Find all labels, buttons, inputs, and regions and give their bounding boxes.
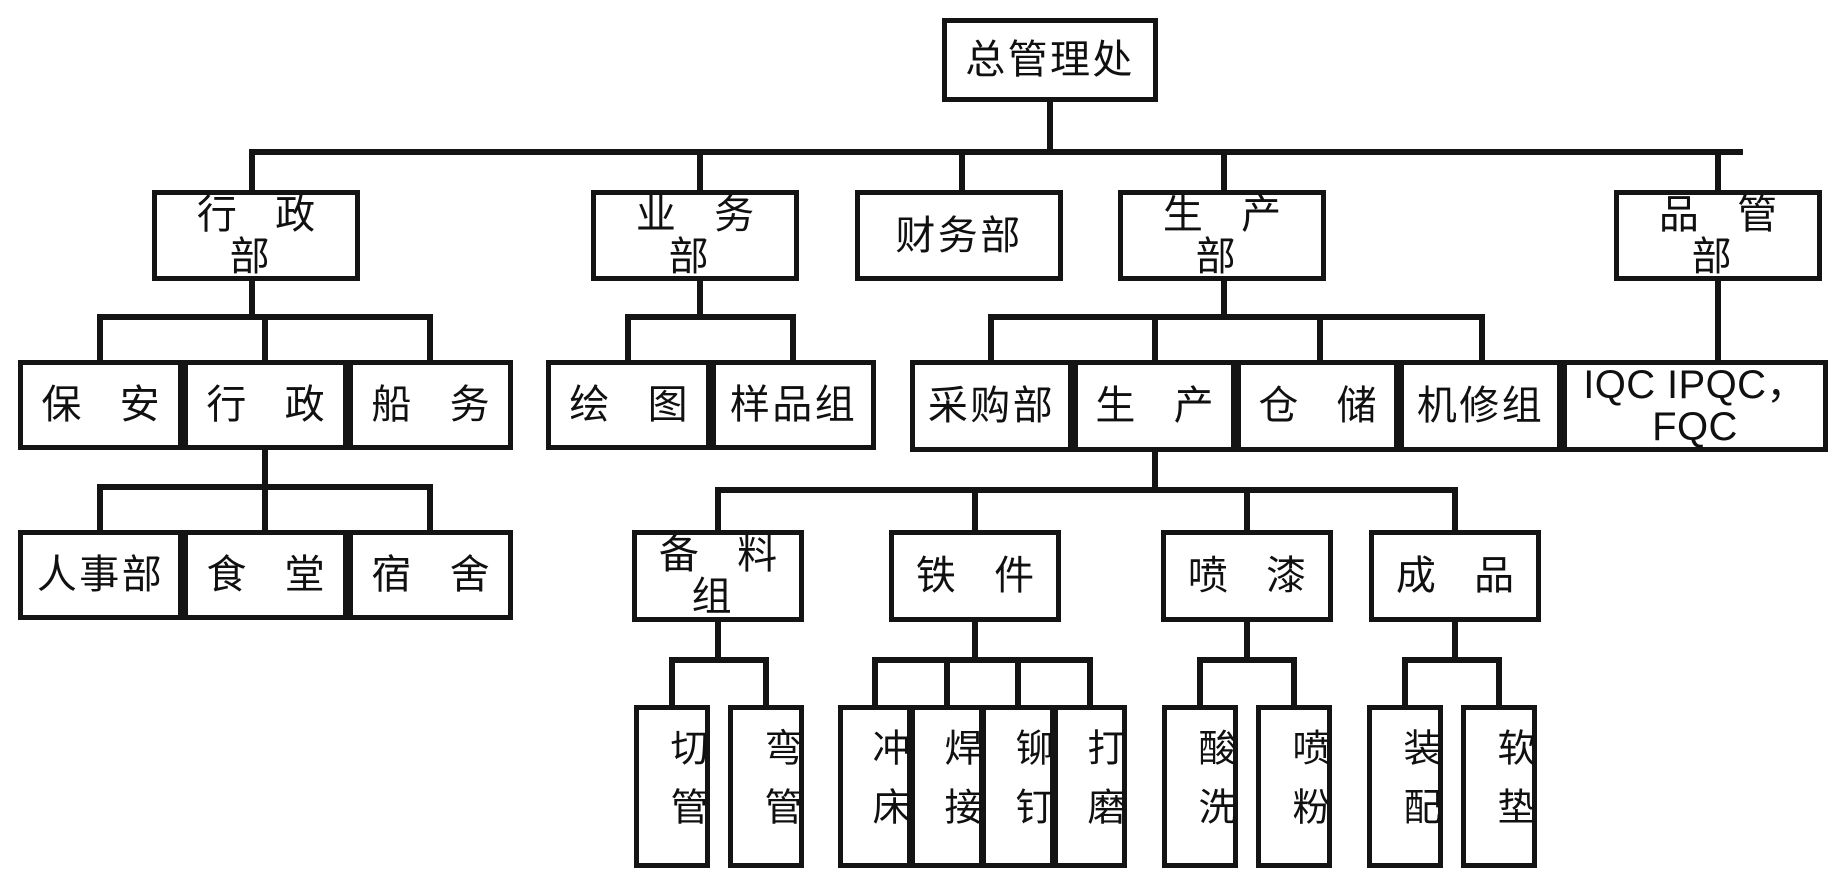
node-painting[interactable]: 喷 漆 [1161, 530, 1333, 622]
node-drawing[interactable]: 绘 图 [546, 360, 711, 450]
node-machine-repair[interactable]: 机修组 [1399, 360, 1562, 452]
node-business-dept[interactable]: 业 务 部 [591, 190, 799, 281]
node-warehouse[interactable]: 仓 储 [1236, 360, 1399, 452]
node-finance-dept[interactable]: 财务部 [855, 190, 1063, 281]
node-purchasing[interactable]: 采购部 [910, 360, 1073, 452]
node-admin-dept[interactable]: 行 政 部 [152, 190, 360, 281]
node-assembly[interactable]: 装配 [1367, 705, 1443, 868]
node-punch[interactable]: 冲床 [838, 705, 912, 868]
node-rivet[interactable]: 铆钉 [981, 705, 1055, 868]
node-finished[interactable]: 成 品 [1369, 530, 1541, 622]
node-canteen[interactable]: 食 堂 [183, 530, 348, 620]
node-production[interactable]: 生 产 [1073, 360, 1236, 452]
node-material-prep[interactable]: 备 料 组 [632, 530, 804, 622]
node-hr[interactable]: 人事部 [18, 530, 183, 620]
node-admin[interactable]: 行 政 [183, 360, 348, 450]
node-root[interactable]: 总管理处 [942, 18, 1158, 102]
node-cushion[interactable]: 软垫 [1461, 705, 1537, 868]
node-shipping[interactable]: 船 务 [348, 360, 513, 450]
node-metal-parts[interactable]: 铁 件 [889, 530, 1061, 622]
node-quality-dept[interactable]: 品 管 部 [1614, 190, 1822, 281]
node-grinding[interactable]: 打磨 [1053, 705, 1127, 868]
node-security[interactable]: 保 安 [18, 360, 183, 450]
node-qc-line[interactable]: IQC IPQC，FQC [1562, 360, 1828, 452]
node-powder[interactable]: 喷粉 [1256, 705, 1332, 868]
node-pipe-bend[interactable]: 弯管 [728, 705, 804, 868]
node-acid-wash[interactable]: 酸洗 [1162, 705, 1238, 868]
node-welding[interactable]: 焊接 [910, 705, 984, 868]
node-pipe-cut[interactable]: 切管 [634, 705, 710, 868]
node-sample[interactable]: 样品组 [711, 360, 876, 450]
node-dorm[interactable]: 宿 舍 [348, 530, 513, 620]
node-production-dept[interactable]: 生 产 部 [1118, 190, 1326, 281]
